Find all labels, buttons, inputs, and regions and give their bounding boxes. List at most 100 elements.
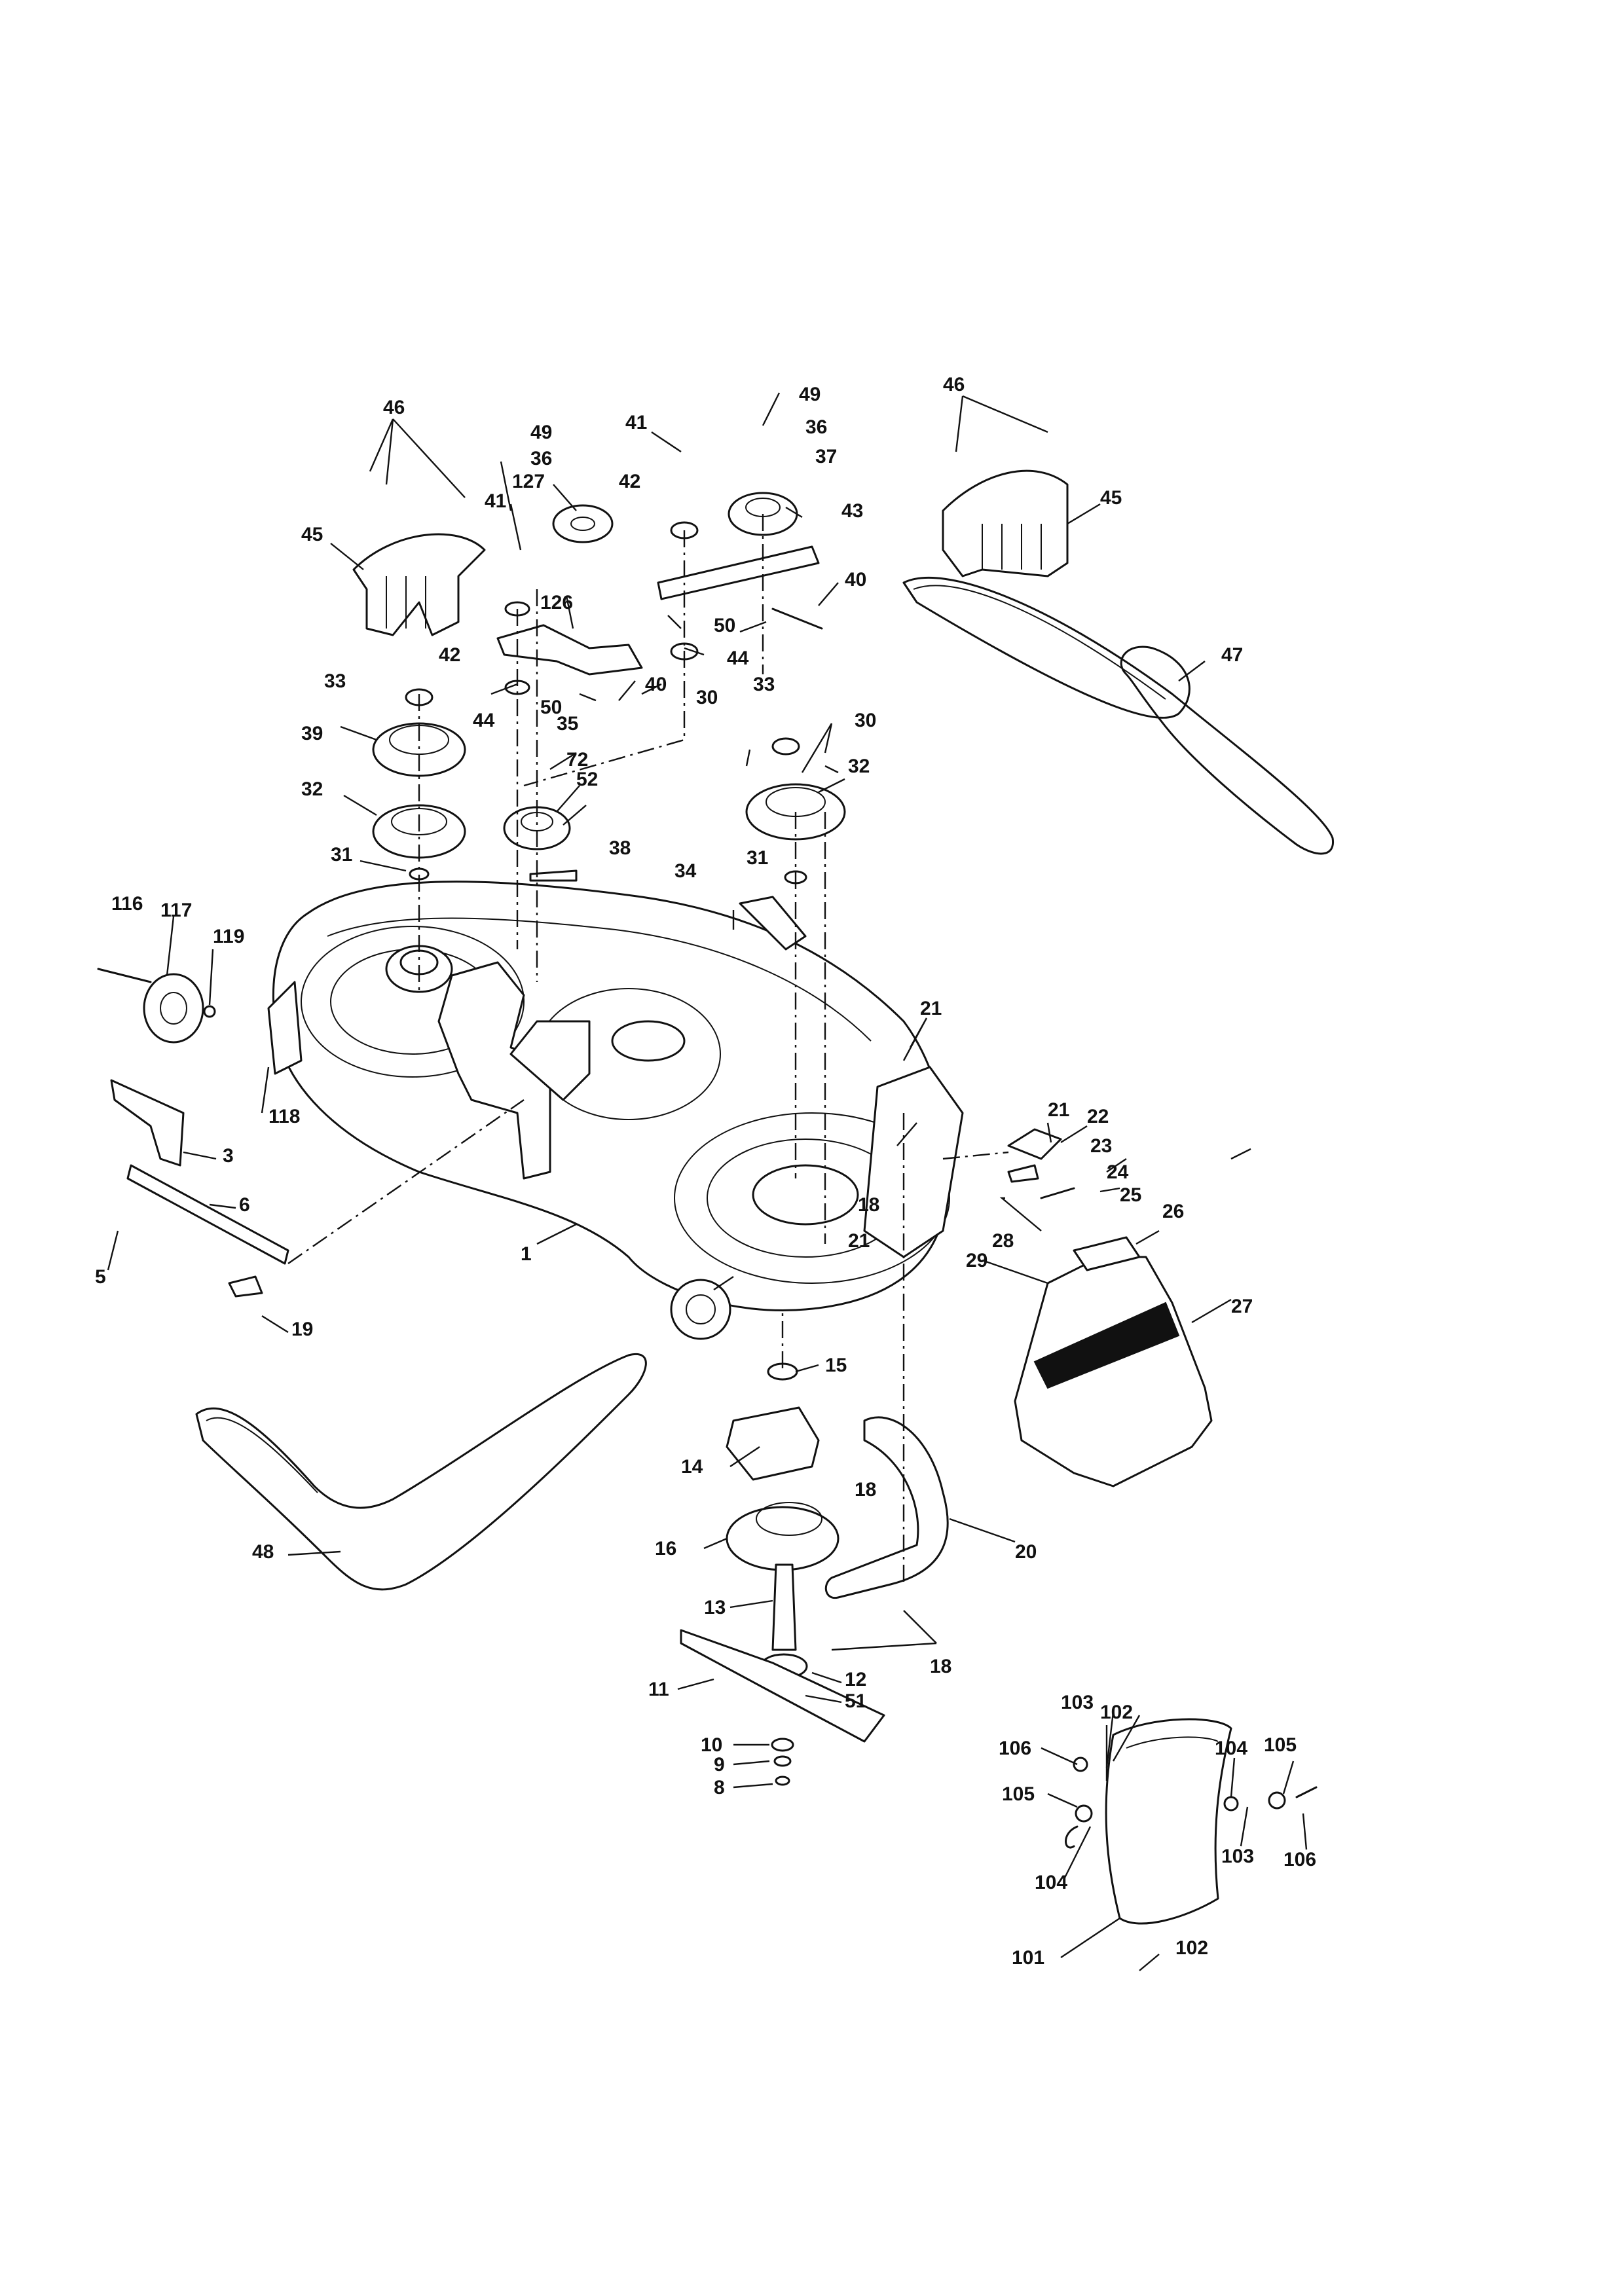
callout-41-left: 41 bbox=[485, 490, 506, 512]
callout-49-center: 49 bbox=[530, 422, 552, 443]
callout-117: 117 bbox=[160, 900, 192, 921]
callout-15: 15 bbox=[825, 1355, 847, 1376]
callout-50-left: 50 bbox=[540, 697, 562, 718]
callout-106: 106 bbox=[999, 1738, 1031, 1759]
right-belt-cover bbox=[942, 469, 1069, 577]
callout-101: 101 bbox=[1012, 1947, 1044, 1969]
callout-105: 105 bbox=[1002, 1783, 1035, 1805]
callout-33-left: 33 bbox=[324, 670, 346, 692]
callout-labels: 46 49 41 36 37 43 127 42 45 40 126 50 44… bbox=[95, 374, 1316, 1969]
callout-106-right: 106 bbox=[1283, 1849, 1316, 1870]
callout-35: 35 bbox=[557, 713, 578, 735]
mower-deck-housing bbox=[267, 881, 964, 1340]
callout-37: 37 bbox=[815, 446, 837, 467]
callout-leaders bbox=[107, 392, 1308, 1971]
callout-44-right: 44 bbox=[727, 647, 749, 669]
callout-103-right: 103 bbox=[1221, 1846, 1254, 1867]
callout-41-top: 41 bbox=[625, 412, 647, 433]
callout-20: 20 bbox=[1015, 1541, 1037, 1563]
callout-52: 52 bbox=[576, 769, 598, 790]
center-idler-assembly bbox=[496, 504, 643, 882]
callout-26: 26 bbox=[1162, 1201, 1184, 1222]
idler-arm-assembly bbox=[657, 492, 823, 661]
front-bracket-and-rod bbox=[110, 1079, 289, 1298]
callout-27: 27 bbox=[1231, 1296, 1253, 1317]
callout-12: 12 bbox=[845, 1669, 866, 1690]
callout-18-mid: 18 bbox=[855, 1479, 876, 1501]
callout-19: 19 bbox=[291, 1319, 313, 1340]
callout-119: 119 bbox=[213, 926, 244, 947]
belt-48 bbox=[195, 1353, 647, 1591]
callout-42-top: 42 bbox=[619, 471, 640, 492]
callout-31-right: 31 bbox=[747, 847, 768, 869]
callout-116: 116 bbox=[111, 893, 143, 915]
callout-16: 16 bbox=[655, 1538, 676, 1559]
callout-25: 25 bbox=[1120, 1184, 1141, 1206]
callout-22: 22 bbox=[1087, 1106, 1109, 1127]
callout-30-left: 30 bbox=[696, 687, 718, 708]
callout-39: 39 bbox=[301, 723, 323, 744]
callout-36-right: 36 bbox=[805, 416, 827, 438]
callout-21-top: 21 bbox=[920, 998, 942, 1019]
callout-3: 3 bbox=[223, 1145, 234, 1167]
callout-23: 23 bbox=[1090, 1135, 1112, 1157]
callout-102: 102 bbox=[1100, 1702, 1133, 1723]
spindle-assembly bbox=[680, 1362, 885, 1786]
right-bracket-spring bbox=[1007, 1128, 1075, 1199]
baffle-20 bbox=[824, 1416, 949, 1599]
callout-14: 14 bbox=[681, 1456, 703, 1478]
callout-24: 24 bbox=[1107, 1161, 1129, 1183]
belt-47 bbox=[902, 577, 1334, 855]
callout-10: 10 bbox=[701, 1734, 722, 1756]
callout-104-right: 104 bbox=[1215, 1738, 1247, 1759]
left-belt-cover bbox=[352, 533, 486, 636]
callout-31-left: 31 bbox=[331, 844, 352, 866]
callout-11: 11 bbox=[648, 1679, 669, 1700]
callout-5: 5 bbox=[95, 1266, 106, 1288]
right-pulley-stack bbox=[739, 737, 846, 951]
callout-46-right: 46 bbox=[943, 374, 965, 395]
callout-38: 38 bbox=[609, 837, 631, 859]
callout-21-low: 21 bbox=[848, 1230, 870, 1252]
callout-29: 29 bbox=[966, 1250, 987, 1271]
callout-40-right: 40 bbox=[845, 569, 866, 591]
callout-33-right: 33 bbox=[753, 674, 775, 695]
mulching-cover bbox=[1065, 1718, 1318, 1925]
callout-6: 6 bbox=[239, 1194, 250, 1216]
callout-18-low: 18 bbox=[930, 1656, 951, 1677]
callout-49-right: 49 bbox=[799, 384, 821, 405]
callout-46-left: 46 bbox=[383, 397, 405, 418]
callout-8: 8 bbox=[714, 1777, 725, 1798]
callout-36-center: 36 bbox=[530, 448, 552, 469]
callout-105-right: 105 bbox=[1264, 1734, 1297, 1756]
callout-127: 127 bbox=[512, 471, 545, 492]
callout-40-left: 40 bbox=[645, 674, 667, 695]
callout-48: 48 bbox=[252, 1541, 274, 1563]
callout-104: 104 bbox=[1035, 1872, 1067, 1893]
callout-102-bottom: 102 bbox=[1175, 1937, 1208, 1959]
callout-103: 103 bbox=[1061, 1692, 1094, 1713]
callout-51: 51 bbox=[845, 1690, 866, 1712]
callout-45-left: 45 bbox=[301, 524, 323, 545]
discharge-chute bbox=[1014, 1236, 1213, 1487]
gauge-wheel-left bbox=[97, 968, 216, 1044]
callout-126: 126 bbox=[540, 592, 573, 613]
callout-21-mid: 21 bbox=[1048, 1099, 1069, 1121]
callout-9: 9 bbox=[714, 1754, 725, 1776]
callout-13: 13 bbox=[704, 1597, 726, 1618]
callout-72: 72 bbox=[566, 749, 588, 771]
callout-44-left: 44 bbox=[473, 710, 495, 731]
callout-32-right: 32 bbox=[848, 756, 870, 777]
callout-30-right: 30 bbox=[855, 710, 876, 731]
callout-18-top: 18 bbox=[858, 1194, 879, 1216]
callout-118: 118 bbox=[268, 1106, 300, 1127]
callout-45-right: 45 bbox=[1100, 487, 1122, 509]
callout-34: 34 bbox=[674, 860, 697, 882]
callout-50-right: 50 bbox=[714, 615, 735, 636]
callout-28: 28 bbox=[992, 1230, 1014, 1252]
callout-43: 43 bbox=[841, 500, 863, 522]
callout-1: 1 bbox=[521, 1243, 532, 1265]
callout-42-left: 42 bbox=[439, 644, 460, 666]
assembly-guide-lines bbox=[287, 514, 1009, 1584]
